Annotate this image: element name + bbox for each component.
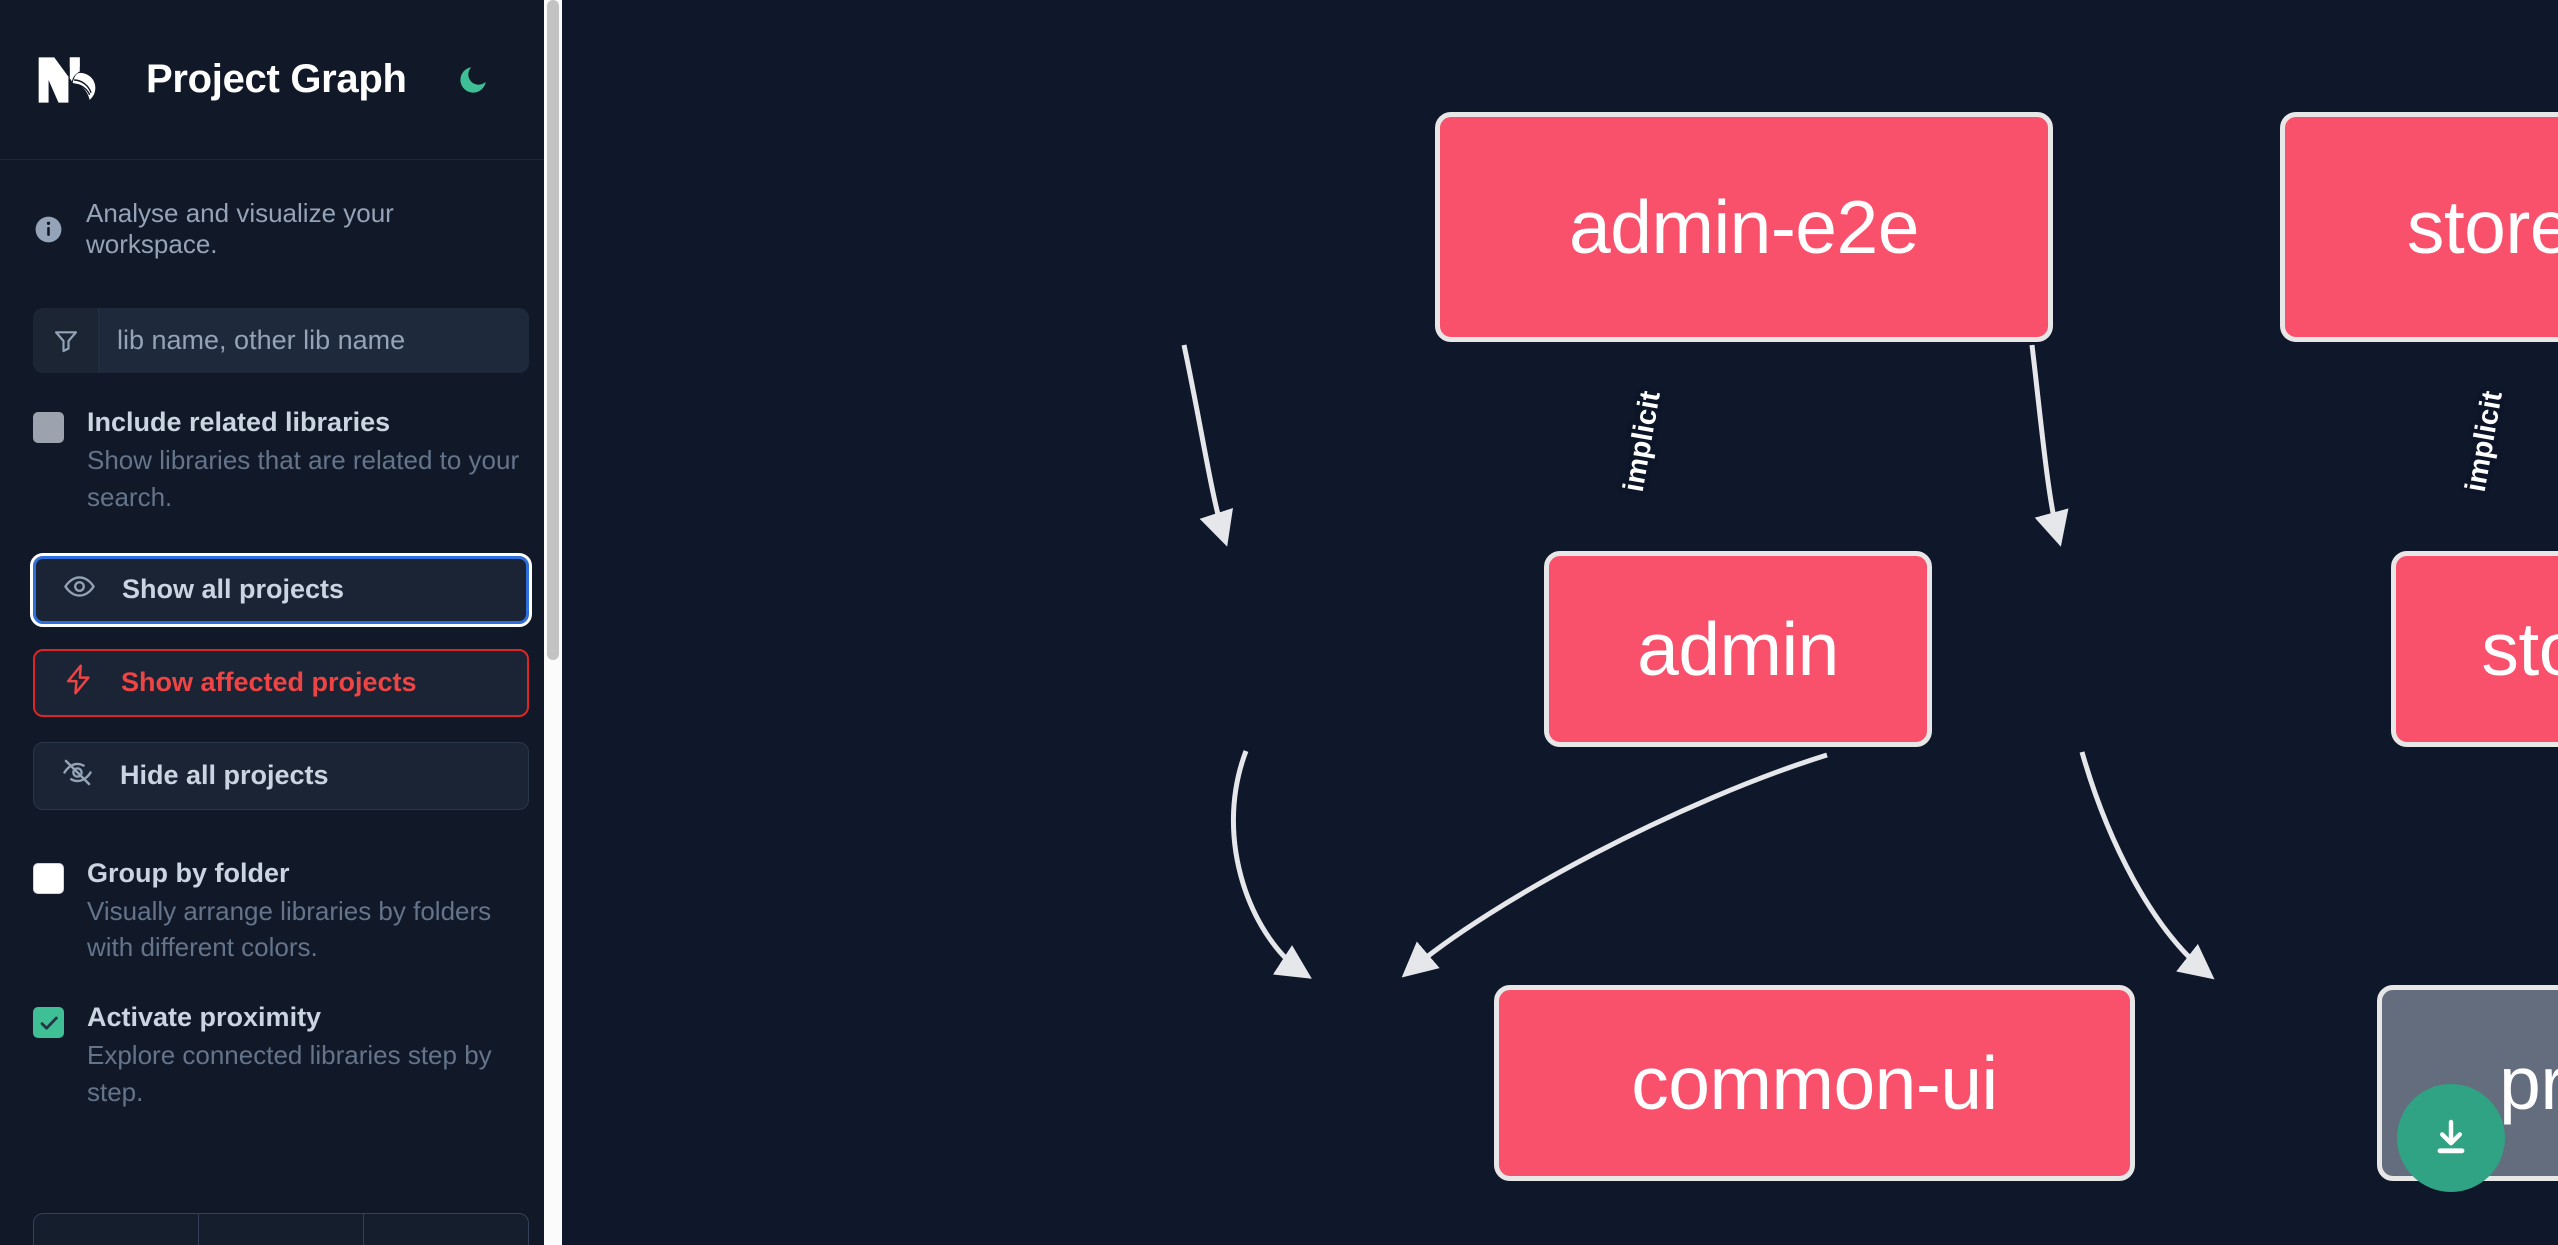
moon-icon[interactable] bbox=[451, 58, 495, 102]
show-all-projects-button[interactable]: Show all projects bbox=[30, 552, 532, 627]
checkbox-activate-proximity[interactable]: Activate proximity Explore connected lib… bbox=[33, 1002, 529, 1111]
button-label: Show affected projects bbox=[121, 667, 417, 698]
edge-store-e2e-to-store bbox=[2029, 344, 2069, 547]
node-label: products bbox=[2499, 1041, 2558, 1125]
checkbox-label: Include related libraries bbox=[87, 407, 391, 437]
graph-canvas[interactable]: admin-e2e store-e2e admin store common-u… bbox=[562, 0, 2558, 1245]
search-input[interactable] bbox=[99, 308, 529, 373]
filter-funnel-icon bbox=[33, 308, 99, 373]
checkbox-box[interactable] bbox=[33, 862, 64, 894]
analyse-info-text: Analyse and visualize your workspace. bbox=[86, 198, 394, 259]
checkbox-label: Group by folder bbox=[87, 857, 290, 888]
edge-store-to-products bbox=[2079, 751, 2215, 980]
checkbox-include-related-libraries[interactable]: Include related libraries Show libraries… bbox=[33, 407, 529, 516]
segmented-control-option-1[interactable] bbox=[34, 1214, 199, 1245]
sidebar-scrollbar-thumb[interactable] bbox=[547, 0, 559, 660]
graph-node-admin[interactable]: admin bbox=[1544, 551, 1932, 747]
checkbox-label: Activate proximity bbox=[87, 1002, 322, 1033]
node-label: common-ui bbox=[1631, 1041, 1998, 1125]
edge-admin-e2e-to-admin bbox=[1181, 344, 1233, 547]
show-affected-projects-button[interactable]: Show affected projects bbox=[33, 648, 529, 717]
button-label: Show all projects bbox=[122, 574, 345, 605]
node-label: admin bbox=[1637, 607, 1839, 691]
analyse-info-row: Analyse and visualize your workspace. bbox=[33, 198, 529, 260]
segmented-control-option-3[interactable] bbox=[364, 1214, 528, 1245]
download-icon bbox=[2437, 1119, 2465, 1154]
checkbox-box[interactable] bbox=[33, 412, 64, 443]
graph-node-store-e2e[interactable]: store-e2e bbox=[2280, 112, 2558, 342]
page-title: Project Graph bbox=[146, 57, 407, 101]
hide-all-projects-button[interactable]: Hide all projects bbox=[33, 741, 529, 810]
graph-node-common-ui[interactable]: common-ui bbox=[1494, 985, 2135, 1181]
edge-admin-to-common-ui bbox=[1231, 750, 1312, 979]
checkbox-group-by-folder[interactable]: Group by folder Visually arrange librari… bbox=[33, 858, 529, 967]
download-button[interactable] bbox=[2397, 1084, 2505, 1192]
eye-slash-icon bbox=[61, 756, 94, 796]
node-label: store-e2e bbox=[2406, 185, 2558, 269]
info-circle-icon bbox=[33, 214, 64, 245]
graph-node-store[interactable]: store bbox=[2391, 551, 2558, 747]
lightning-bolt-icon bbox=[62, 663, 95, 703]
checkbox-description: Show libraries that are related to your … bbox=[87, 444, 520, 512]
edge-store-to-common-ui bbox=[1401, 752, 1828, 978]
sidebar-body: Analyse and visualize your workspace. In… bbox=[0, 198, 562, 1111]
segmented-control[interactable] bbox=[33, 1213, 529, 1245]
sidebar-header: Project Graph bbox=[0, 0, 562, 160]
node-label: store bbox=[2481, 607, 2558, 691]
sidebar-scrollbar[interactable] bbox=[544, 0, 562, 1245]
segmented-control-option-2[interactable] bbox=[199, 1214, 364, 1245]
search-field[interactable] bbox=[33, 308, 529, 373]
checkbox-description: Visually arrange libraries by folders wi… bbox=[87, 895, 492, 963]
eye-icon bbox=[63, 570, 96, 610]
nx-logo-icon bbox=[33, 50, 118, 110]
graph-node-admin-e2e[interactable]: admin-e2e bbox=[1435, 112, 2053, 342]
sidebar: Project Graph Analyse and visualize your… bbox=[0, 0, 562, 1245]
checkbox-description: Explore connected libraries step by step… bbox=[87, 1040, 492, 1108]
node-label: admin-e2e bbox=[1569, 185, 1919, 269]
button-label: Hide all projects bbox=[120, 760, 329, 791]
checkbox-box[interactable] bbox=[33, 1007, 64, 1039]
graph-edges bbox=[1181, 344, 2215, 980]
